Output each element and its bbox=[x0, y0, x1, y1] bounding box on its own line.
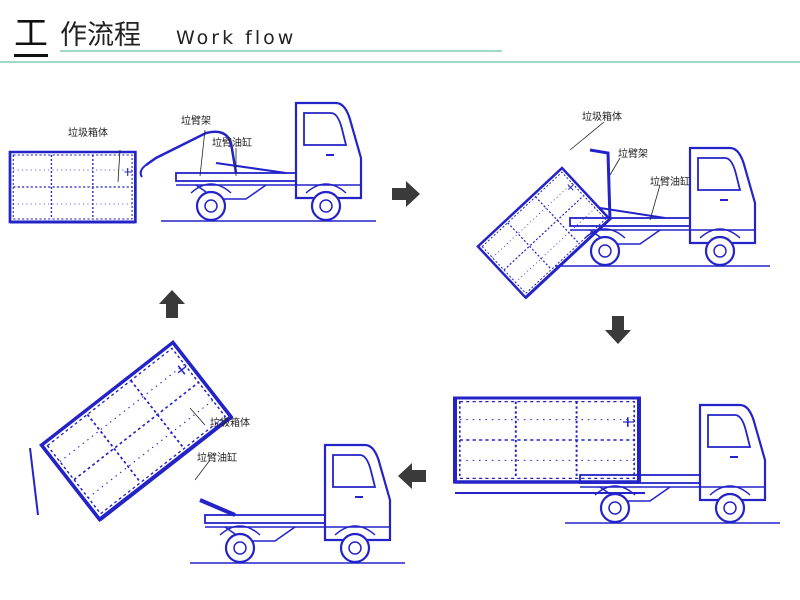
header-divider bbox=[0, 61, 800, 63]
stage-4-box-dumping: 垃圾箱体 垃臂油缸 bbox=[29, 342, 407, 565]
arrow-down-icon bbox=[605, 316, 631, 344]
label-garbage-box-4: 垃圾箱体 bbox=[210, 416, 250, 429]
truck-stage-3 bbox=[563, 403, 782, 525]
title-first-char: 工 bbox=[14, 14, 48, 57]
label-garbage-box-1: 垃圾箱体 bbox=[68, 126, 108, 139]
label-arm-frame-2: 垃臂架 bbox=[618, 147, 648, 160]
stage-3-box-loaded bbox=[455, 398, 782, 525]
garbage-box-lifting bbox=[476, 166, 612, 300]
label-garbage-box-2: 垃圾箱体 bbox=[582, 110, 622, 123]
label-arm-cylinder-4: 垃臂油缸 bbox=[197, 451, 237, 464]
stage-2-box-lifting: 垃圾箱体 垃臂架 垃臂油缸 bbox=[476, 110, 772, 300]
page-header: 工 作流程 Work flow bbox=[0, 0, 800, 70]
truck-stage-2 bbox=[553, 146, 772, 268]
label-arm-frame-1: 垃臂架 bbox=[181, 114, 211, 127]
title-underline bbox=[60, 50, 502, 52]
stage-1-box-on-ground: 垃圾箱体 垃臂架 垃臂油缸 bbox=[8, 101, 378, 224]
garbage-box-dumping bbox=[42, 342, 232, 519]
truck-stage-4 bbox=[188, 443, 407, 565]
arrow-left-icon bbox=[398, 463, 426, 489]
label-arm-cylinder-2: 垃臂油缸 bbox=[650, 175, 690, 188]
arrow-right-icon bbox=[392, 181, 420, 207]
garbage-box-ground bbox=[8, 150, 137, 224]
garbage-box-loaded bbox=[455, 398, 639, 482]
title-english: Work flow bbox=[176, 27, 297, 49]
arrow-up-icon bbox=[159, 290, 185, 318]
title-chinese: 作流程 bbox=[60, 20, 141, 51]
label-arm-cylinder-1: 垃臂油缸 bbox=[212, 136, 252, 149]
truck-stage-1 bbox=[139, 101, 378, 223]
